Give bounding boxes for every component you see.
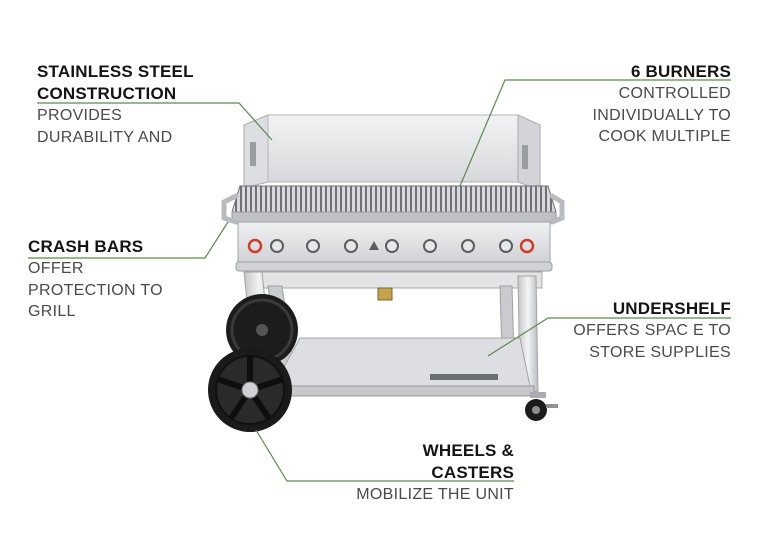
callout-body: PROVIDES	[37, 107, 123, 124]
callout-body: OFFERS SPAC E TO	[573, 322, 731, 339]
windscreen	[243, 114, 541, 191]
callout-title: CASTERS	[431, 463, 514, 482]
callout-body: OFFER	[28, 260, 84, 277]
front-wheel	[208, 348, 292, 432]
callout-body: CONTROLLED	[618, 85, 731, 102]
callout-crash-bars: CRASH BARS OFFER PROTECTION TO GRILL	[28, 236, 218, 323]
windscreen-hinge-left	[250, 142, 256, 166]
leader-crash	[28, 221, 229, 259]
callout-body: DURABILITY AND	[37, 128, 173, 146]
callout-body: COOK MULTIPLE	[598, 128, 731, 145]
callout-body: STORE SUPPLIES	[589, 343, 731, 361]
leader-burners	[459, 79, 731, 187]
crash-bars	[221, 193, 565, 225]
leader-steel	[37, 102, 273, 141]
cooking-grate	[231, 185, 557, 223]
callout-burners: 6 BURNERS CONTROLLED INDIVIDUALLY TO COO…	[531, 61, 731, 148]
undershelf	[261, 337, 535, 397]
callout-body: PROTECTION TO	[28, 281, 163, 299]
leader-shelf	[487, 317, 731, 357]
control-panel	[235, 221, 553, 272]
callout-undershelf: UNDERSHELF OFFERS SPAC E TO STORE SUPPLI…	[531, 298, 731, 363]
windscreen-hinge-right	[522, 145, 528, 169]
callout-body: MOBILIZE THE UNIT	[356, 486, 514, 503]
leader-wheels	[255, 429, 514, 482]
callout-title: STAINLESS STEEL	[37, 62, 194, 81]
callout-title: WHEELS &	[422, 441, 514, 460]
burner-knobs	[247, 238, 535, 254]
callout-stainless-steel: STAINLESS STEEL CONSTRUCTION PROVIDES DU…	[37, 61, 277, 148]
caster	[525, 392, 558, 421]
gas-valve	[377, 287, 393, 301]
callout-title: CONSTRUCTION	[37, 84, 177, 103]
callout-body: INDIVIDUALLY TO	[592, 106, 731, 124]
callout-title: CRASH BARS	[28, 237, 144, 256]
leader-lines	[28, 79, 731, 482]
nameplate	[430, 374, 498, 380]
callout-title: UNDERSHELF	[612, 299, 731, 318]
ignition-button	[369, 241, 379, 250]
callout-title: 6 BURNERS	[630, 62, 731, 81]
callout-body: GRILL	[28, 303, 76, 320]
callout-wheels-casters: WHEELS & CASTERS MOBILIZE THE UNIT	[314, 440, 514, 506]
